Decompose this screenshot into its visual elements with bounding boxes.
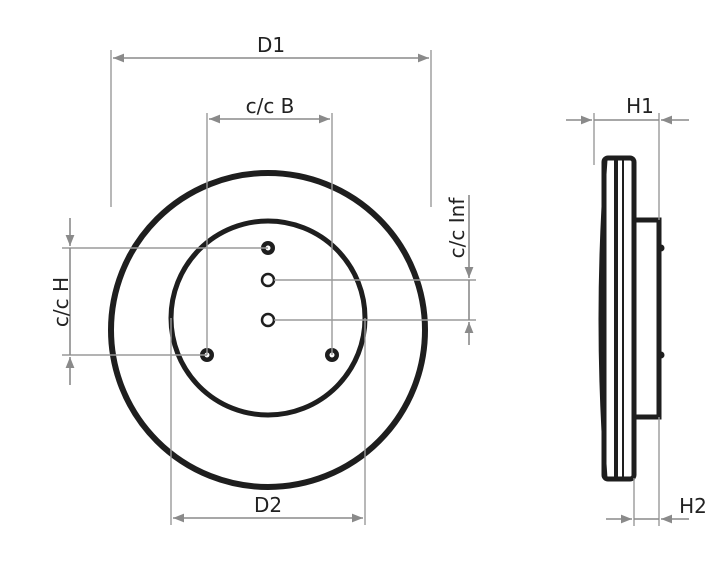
side-view	[598, 155, 665, 482]
side-stud-lower	[657, 351, 665, 359]
dimension-cc-inf: c/c Inf	[274, 195, 476, 345]
dimension-d2: D2	[170, 318, 366, 525]
label-cc-inf: c/c Inf	[445, 197, 469, 259]
front-view	[108, 170, 428, 490]
side-mounting-block	[631, 217, 662, 420]
side-main-plate	[601, 155, 637, 482]
dimension-d1: D1	[110, 33, 432, 207]
mounting-hole-center-lower	[260, 312, 276, 328]
label-cc-h: c/c H	[49, 277, 73, 327]
dimension-cc-h: c/c H	[49, 218, 268, 385]
dimension-h2: H2	[606, 417, 707, 526]
label-h1: H1	[626, 94, 654, 118]
side-stud-upper	[657, 244, 665, 252]
dimension-h1: H1	[566, 94, 689, 220]
dimension-cc-b: c/c B	[206, 94, 333, 355]
label-d2: D2	[254, 493, 282, 517]
label-h2: H2	[679, 494, 707, 518]
mounting-hole-center-upper	[260, 272, 276, 288]
label-d1: D1	[257, 33, 285, 57]
outer-disc	[108, 170, 428, 490]
label-cc-b: c/c B	[246, 94, 295, 118]
